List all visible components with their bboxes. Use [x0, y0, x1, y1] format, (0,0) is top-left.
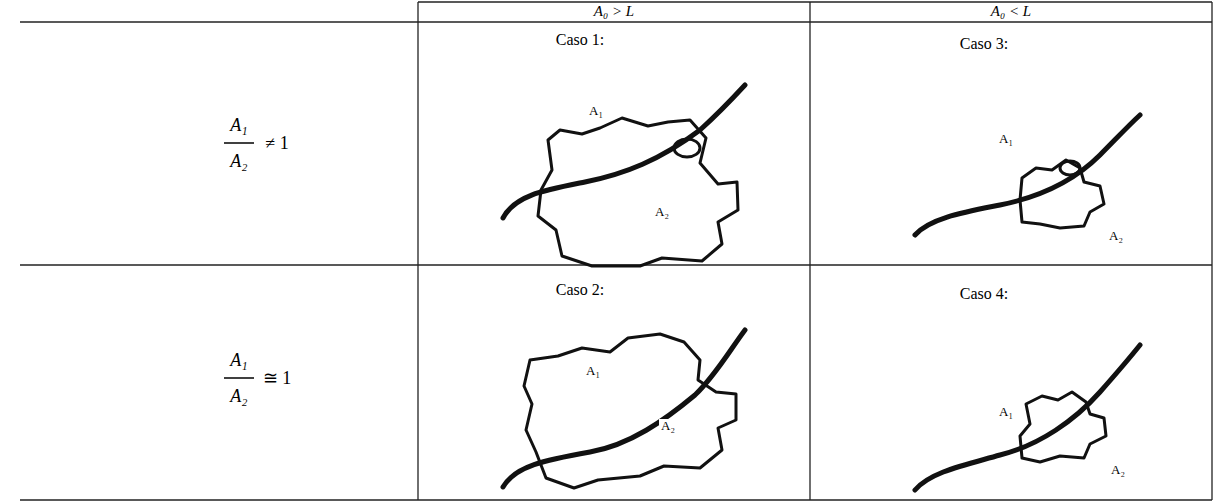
region-label: A₁: [584, 364, 602, 379]
case-title: Caso 4:: [958, 285, 1010, 303]
case-2-figure: [503, 330, 745, 488]
case-3-figure: [915, 115, 1140, 235]
region-label: A₁: [997, 132, 1015, 147]
fraction-denominator: A₂: [228, 151, 249, 172]
case-title: Caso 1:: [554, 31, 606, 49]
table-grid: [20, 2, 1212, 500]
fraction-numerator: A₁: [228, 115, 249, 136]
case-title: Caso 2:: [554, 281, 606, 299]
region-label: A₁: [587, 104, 605, 119]
fraction-denominator: A₂: [228, 386, 249, 407]
case-1-figure: [503, 85, 745, 266]
region-label: A₂: [659, 419, 677, 434]
fraction-numerator: A₁: [228, 350, 249, 371]
region-label: A₂: [1107, 229, 1125, 244]
fraction-relation: ≅ 1: [261, 368, 294, 389]
fraction-relation: ≠ 1: [263, 133, 290, 154]
region-label: A₁: [997, 405, 1015, 420]
column-header: A₀ < L: [989, 3, 1033, 20]
fraction-bars: [224, 143, 254, 378]
region-label: A₂: [653, 205, 671, 220]
case-4-figure: [915, 345, 1140, 490]
region-label: A₂: [1109, 463, 1127, 478]
case-title: Caso 3:: [958, 35, 1010, 53]
column-header: A₀ > L: [592, 3, 636, 20]
